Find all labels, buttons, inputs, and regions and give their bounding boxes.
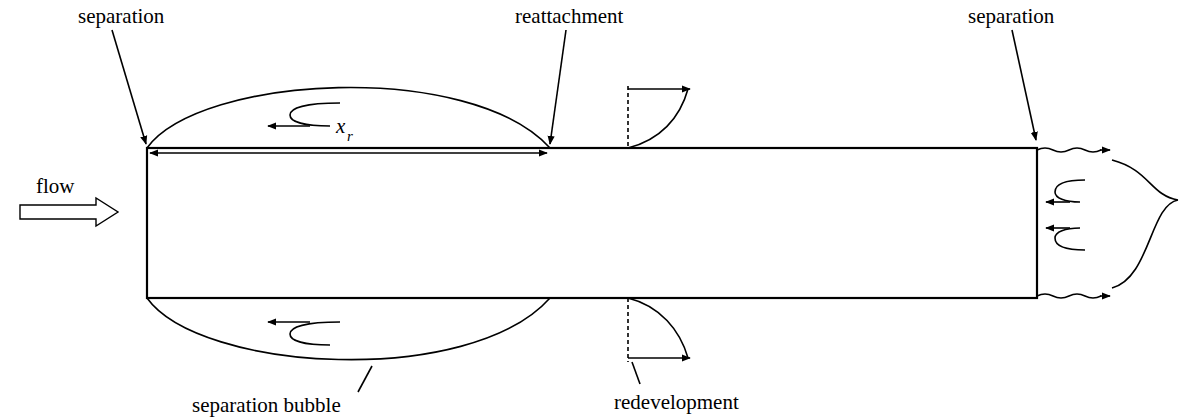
- callout-label: separation bubble: [192, 395, 341, 416]
- wake-arrow: [1100, 295, 1110, 297]
- wake-closure: [1112, 160, 1178, 288]
- dimension-line: [150, 152, 547, 154]
- wake-arrow: [1100, 149, 1110, 151]
- velocity-profile: [628, 298, 688, 358]
- leader-label: reattachment: [515, 6, 623, 27]
- flow-arrow: [20, 198, 118, 226]
- profile-axis: [627, 86, 629, 148]
- dimension-symbol: x: [336, 116, 345, 137]
- leader-label: separation: [78, 6, 164, 27]
- leader-label: separation: [968, 6, 1054, 27]
- plate: [147, 148, 1037, 298]
- recirc-bottom: [290, 322, 340, 345]
- bubble-top: [147, 87, 550, 148]
- dimension-subscript: r: [347, 129, 353, 144]
- leader-line: [112, 30, 146, 144]
- wake-arrow: [1046, 201, 1070, 203]
- callout-label: redevelopment: [614, 392, 739, 413]
- bubble-bottom: [147, 298, 550, 360]
- wake-shear: [1037, 148, 1101, 152]
- recirc-top: [290, 103, 340, 126]
- leader-line: [632, 362, 640, 384]
- recirc-arrow: [268, 125, 310, 127]
- recirc-arrow: [268, 321, 310, 323]
- profile-arrow: [628, 88, 690, 90]
- profile-axis: [627, 298, 629, 362]
- profile-arrow: [628, 357, 690, 359]
- leader-line: [1012, 30, 1036, 140]
- leader-line: [358, 366, 372, 392]
- wake-vortex: [1055, 228, 1085, 250]
- wake-arrow: [1046, 227, 1070, 229]
- leader-line: [550, 30, 566, 144]
- wake-shear: [1037, 294, 1101, 298]
- wake-vortex: [1055, 180, 1085, 202]
- flow-label: flow: [36, 176, 75, 197]
- velocity-profile: [628, 89, 688, 148]
